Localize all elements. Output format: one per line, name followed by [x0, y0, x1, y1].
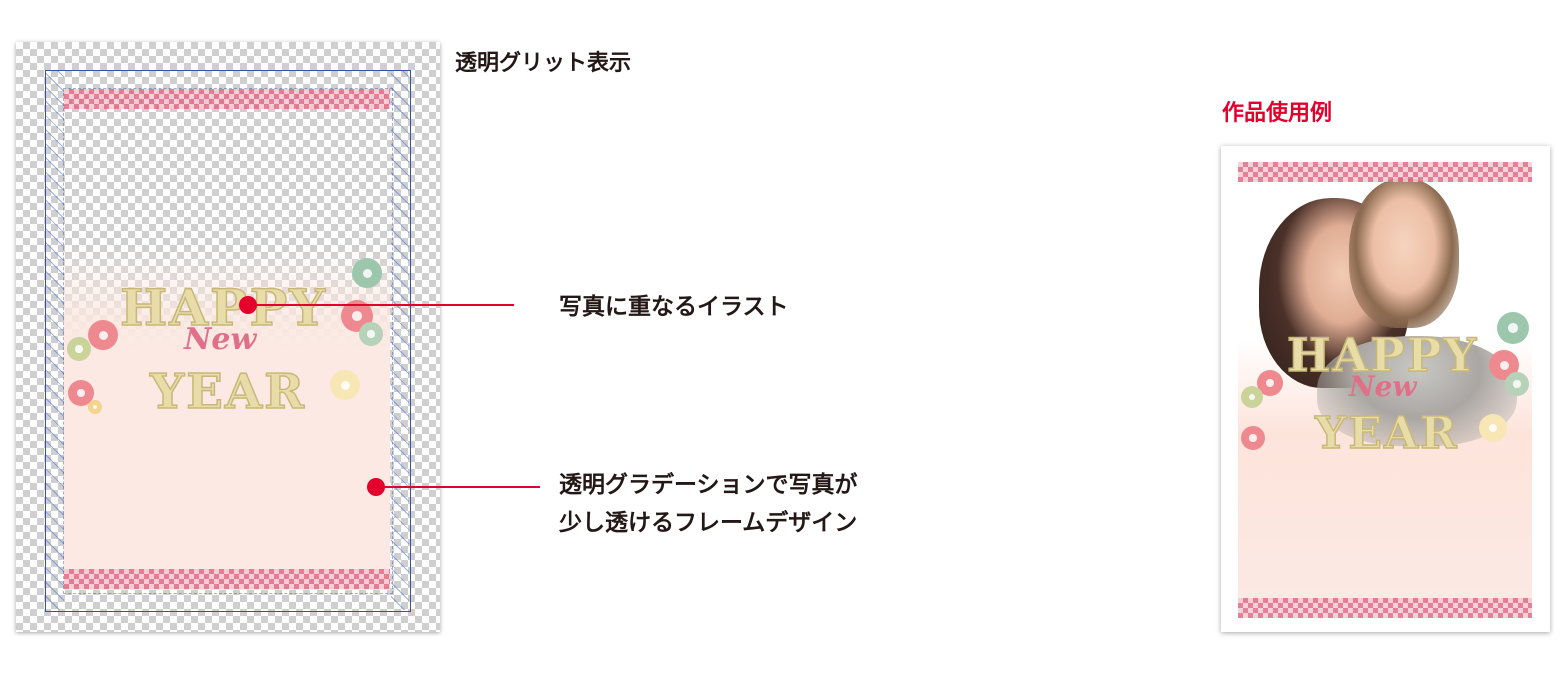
child-figure	[1349, 178, 1459, 328]
card-happy-text: HAPPY	[1286, 327, 1479, 383]
gradient-frame-label-line1: 透明グラデーションで写真が	[559, 472, 858, 498]
checker-band-bottom	[64, 569, 390, 589]
trim-guide	[45, 70, 411, 612]
callout-dot-illustration	[239, 296, 257, 314]
card-year-text: YEAR	[1314, 407, 1459, 460]
example-title: 作品使用例	[1222, 101, 1333, 126]
transparent-grid-preview: HAPPY New YEAR	[16, 42, 440, 632]
flower-icon	[88, 400, 102, 414]
callout-line-frame	[384, 486, 540, 488]
gradient-frame-label-line2: 少し透けるフレームデザイン	[559, 510, 858, 536]
new-text: New	[184, 322, 257, 357]
flower-icon	[352, 258, 382, 288]
card-checker-band-top	[1238, 162, 1532, 182]
example-card: HAPPY New YEAR	[1221, 146, 1550, 632]
flower-icon	[359, 322, 383, 346]
safe-area-guide	[63, 88, 393, 594]
bleed-area-left	[46, 70, 64, 610]
callout-line-illustration	[256, 304, 514, 306]
overlay-illustration-label: 写真に重なるイラスト	[559, 294, 789, 320]
card-checker-band-bottom	[1238, 598, 1532, 618]
happy-text: HAPPY	[119, 277, 327, 338]
flower-icon	[88, 320, 118, 350]
callout-dot-frame	[367, 478, 385, 496]
flower-icon	[1241, 386, 1263, 408]
flower-icon	[1505, 372, 1529, 396]
flower-icon	[330, 370, 360, 400]
card-new-text: New	[1349, 370, 1417, 403]
transparent-grid-label: 透明グリット表示	[455, 51, 632, 76]
flower-icon	[1241, 426, 1265, 450]
bleed-area-right	[391, 70, 409, 610]
checker-band-top	[64, 89, 390, 109]
flower-icon	[1497, 312, 1529, 344]
year-text: YEAR	[149, 363, 306, 421]
flower-icon	[1479, 414, 1507, 442]
flower-icon	[67, 337, 91, 361]
